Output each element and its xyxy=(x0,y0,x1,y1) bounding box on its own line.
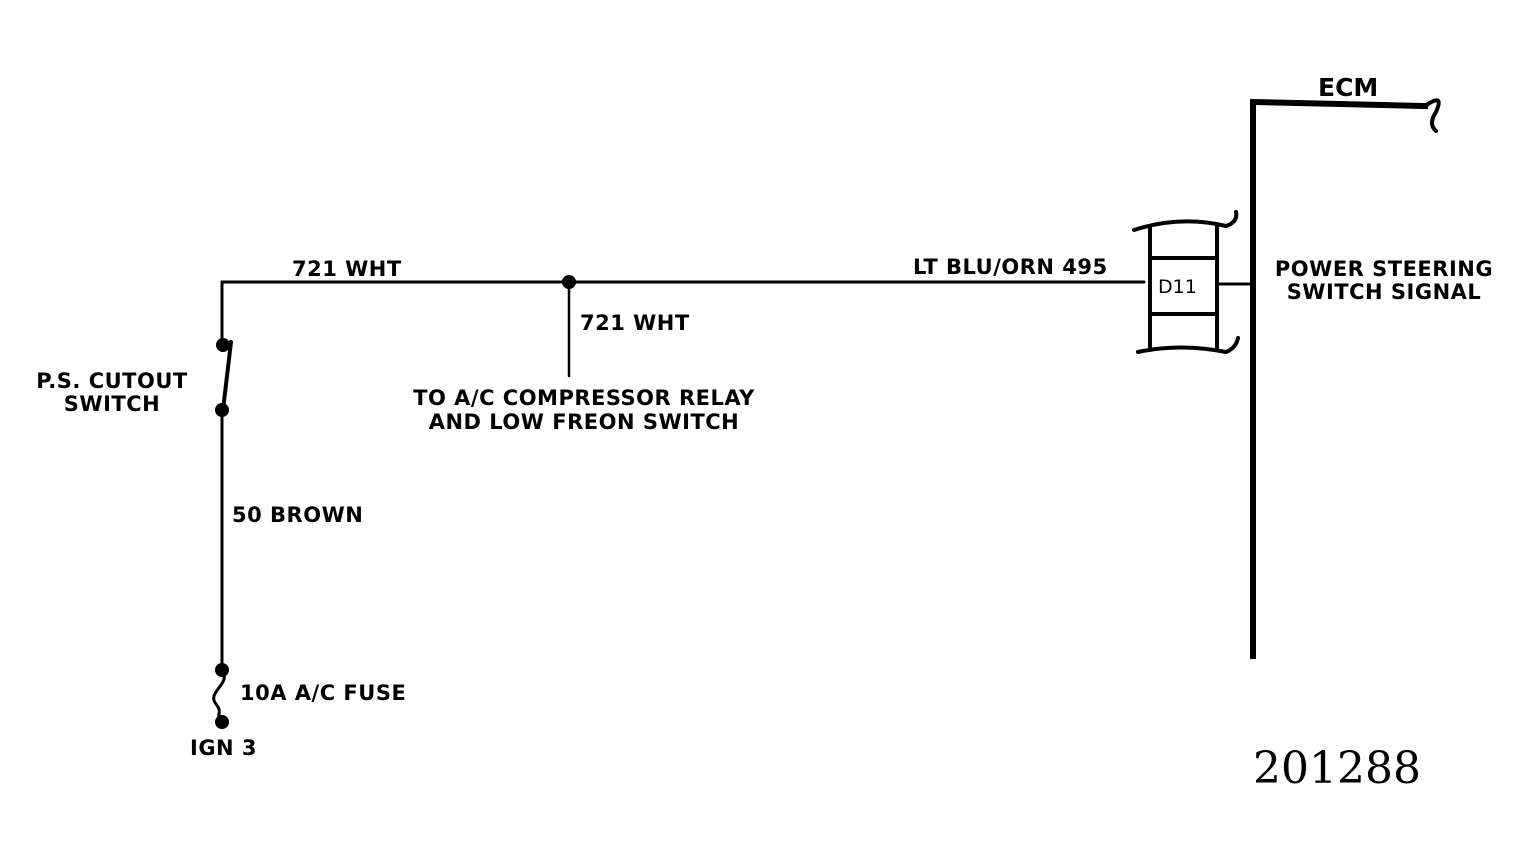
figure-number: 201288 xyxy=(1253,743,1421,794)
switch-label-line2: SWITCH xyxy=(64,392,160,416)
connector-d11 xyxy=(1132,210,1255,355)
wire-label-lt-blu-orn-495: LT BLU/ORN 495 xyxy=(913,255,1108,279)
ecm-bus xyxy=(1249,98,1441,659)
fuse-label: 10A A/C FUSE xyxy=(240,681,406,705)
ign3-label: IGN 3 xyxy=(190,736,257,760)
branch-destination-line1: TO A/C COMPRESSOR RELAY xyxy=(413,386,755,410)
wire-label-721-wht-branch: 721 WHT xyxy=(580,311,690,335)
ecm-signal-line1: POWER STEERING xyxy=(1275,257,1493,281)
ps-cutout-switch xyxy=(215,280,233,417)
fuse-10a xyxy=(212,663,229,729)
switch-label-line1: P.S. CUTOUT xyxy=(36,369,188,393)
branch-destination-line2: AND LOW FREON SWITCH xyxy=(429,410,740,434)
wire-label-50-brown: 50 BROWN xyxy=(232,503,363,527)
wire-label-721-wht-top: 721 WHT xyxy=(292,257,402,281)
ecm-label: ECM xyxy=(1318,73,1378,102)
ecm-signal-line2: SWITCH SIGNAL xyxy=(1287,280,1482,304)
connector-pin-d11: D11 xyxy=(1158,276,1197,298)
